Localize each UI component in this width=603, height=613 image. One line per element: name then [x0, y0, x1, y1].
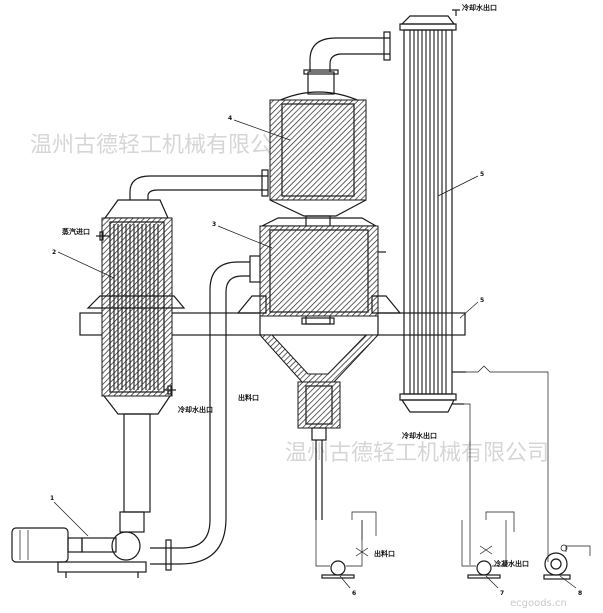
label-drain-outlet: 出料口	[238, 393, 259, 402]
label-cooling-water-left: 冷却水出口	[178, 405, 213, 414]
part-number-2: 2	[52, 249, 56, 256]
label-cooling-water-right: 冷却水出口	[402, 431, 437, 440]
label-steam-inlet: 蒸汽进口	[62, 227, 90, 236]
circulation-pipe	[150, 261, 250, 571]
part-number-1: 1	[50, 495, 54, 502]
part-number-7: 7	[500, 590, 504, 597]
part-number-4: 4	[228, 115, 232, 122]
vapor-pipe-upper	[129, 169, 269, 200]
separator-upper	[269, 69, 367, 217]
leader-lines	[53, 119, 577, 589]
part-number-5-condenser: 5	[480, 171, 484, 178]
watermark-corner: ecgoods.cn	[510, 598, 567, 609]
heater-left	[86, 199, 186, 513]
condenser	[399, 9, 466, 413]
watermark-top: 温州古德轻工机械有限公司	[30, 133, 294, 158]
label-discharge-outlet: 出料口	[374, 549, 395, 558]
motor-icon	[11, 527, 83, 563]
watermark-bottom: 温州古德轻工机械有限公司	[285, 441, 549, 466]
valve-icon	[479, 511, 515, 555]
discharge-pump-6	[315, 511, 377, 579]
part-number-3: 3	[212, 221, 216, 228]
cooling-water-line	[464, 365, 549, 565]
label-cooling-water-outlet-top: 冷却水出口	[462, 3, 497, 12]
part-number-8: 8	[578, 590, 582, 597]
valve-icon	[351, 511, 377, 557]
label-condensate-outlet: 冷凝水出口	[494, 559, 529, 568]
pressure-gauge-icon	[560, 544, 568, 552]
centrifugal-pump-icon	[81, 511, 145, 561]
discharge-pump-7	[461, 511, 515, 579]
condenser-tube-bundle	[409, 30, 447, 394]
circulation-pump-assembly	[11, 511, 147, 578]
part-number-6: 6	[352, 590, 356, 597]
vapor-pipe-top	[309, 31, 391, 72]
heater-tube-bundle	[113, 224, 159, 390]
separator-lower	[236, 217, 402, 520]
vacuum-pump-8	[543, 544, 591, 580]
part-number-5-platform: 5	[480, 297, 484, 304]
